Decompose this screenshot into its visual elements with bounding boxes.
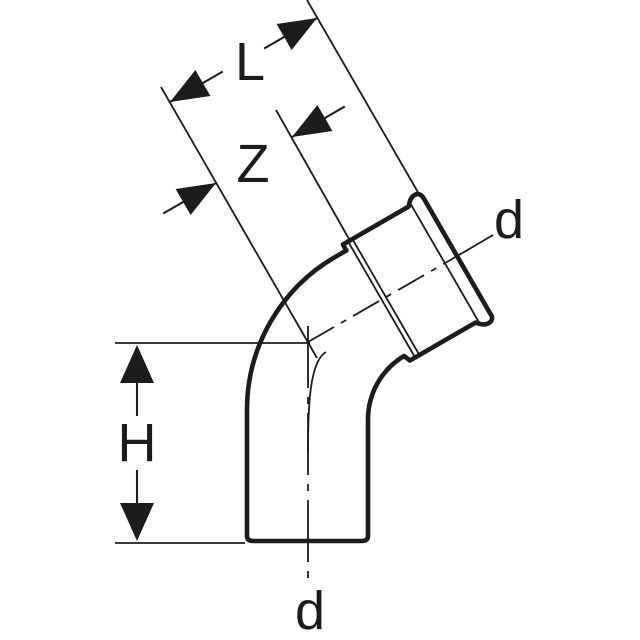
diameter-label-bottom: d: [295, 581, 325, 640]
extension-line-socket-mouth: [306, 0, 420, 195]
dimension-H-arrow-down: [120, 503, 154, 541]
dimension-H-arrow-up: [120, 345, 154, 383]
socket-axis-centerline: [307, 254, 460, 343]
extension-lines: [115, 0, 420, 544]
dimension-L: L: [169, 17, 318, 103]
diameter-label-top: d: [494, 190, 524, 250]
press-bead-inner-line: [409, 202, 481, 324]
dimension-Z-arrow-left: [175, 183, 216, 215]
dimension-L-arrow-left: [170, 70, 211, 102]
fitting-body: [244, 191, 495, 544]
dimension-H-label: H: [118, 413, 157, 473]
extension-line-vertex: [160, 86, 318, 359]
diameter-leader-line-top: [458, 234, 494, 256]
dimension-Z: Z: [162, 105, 346, 215]
socket-stop-line-1: [347, 241, 416, 358]
fitting-outline: [244, 191, 495, 544]
centerlines: [307, 234, 494, 578]
dimension-Z-arrow-right: [292, 105, 333, 137]
socket-stop-line-2: [351, 238, 421, 356]
bend-centerline-arc: [307, 351, 327, 453]
dimension-L-label: L: [235, 32, 265, 92]
extension-line-socket-stop: [275, 109, 350, 240]
dimension-Z-label: Z: [237, 134, 270, 194]
dimension-L-arrow-right: [276, 18, 317, 50]
dimension-H: H: [118, 345, 157, 541]
